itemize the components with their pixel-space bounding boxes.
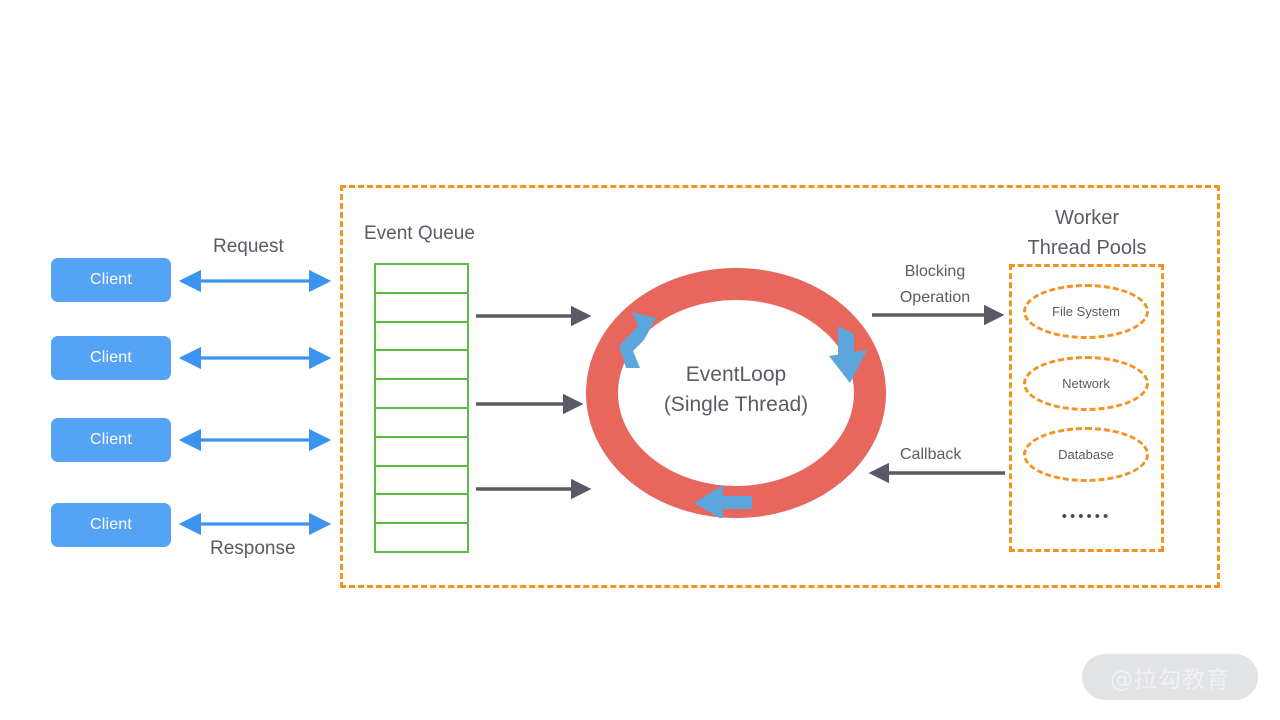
event-queue-cell — [374, 406, 469, 438]
client-box-1[interactable]: Client — [51, 258, 171, 302]
watermark-text: @拉勾教育 — [1110, 667, 1230, 693]
event-queue-cell — [374, 435, 469, 467]
ring-arrow-right-icon — [829, 326, 867, 383]
event-queue-cell — [374, 349, 469, 381]
event-queue-cell — [374, 493, 469, 525]
worker-pool-item-label: Network — [1062, 376, 1110, 391]
event-loop-line2: (Single Thread) — [663, 393, 809, 417]
callback-label: Callback — [900, 446, 962, 463]
event-queue-cell — [374, 320, 469, 352]
response-label: Response — [210, 538, 296, 559]
client-box-4[interactable]: Client — [51, 503, 171, 547]
blocking-operation-label-line2: Operation — [899, 289, 971, 306]
watermark: @拉勾教育 — [1082, 654, 1258, 700]
blocking-operation-label-line1: Blocking — [904, 263, 966, 280]
worker-pool-item-file-system[interactable]: File System — [1023, 284, 1149, 339]
client-request-response-arrows — [178, 269, 332, 536]
event-queue-cell — [374, 263, 469, 294]
event-queue-cell — [374, 522, 469, 553]
event-queue — [374, 263, 469, 553]
event-loop-line1: EventLoop — [685, 363, 787, 386]
worker-pool-box — [1009, 264, 1164, 552]
ring-arrow-bottom-icon — [694, 485, 752, 518]
client-box-2[interactable]: Client — [51, 336, 171, 380]
worker-pool-item-label: File System — [1052, 304, 1120, 319]
worker-pool-item-label: Database — [1058, 447, 1114, 462]
system-boundary — [340, 185, 1220, 588]
worker-pool-item-network[interactable]: Network — [1023, 356, 1149, 411]
event-queue-title: Event Queue — [364, 223, 475, 244]
worker-pool-more-indicator: •••••• — [1061, 508, 1112, 525]
worker-pool-title-line2: Thread Pools — [1027, 237, 1147, 259]
client-box-label: Client — [89, 271, 133, 288]
event-loop-ring — [586, 268, 886, 518]
client-box-label: Client — [89, 349, 133, 366]
worker-pool-item-database[interactable]: Database — [1023, 427, 1149, 482]
request-label: Request — [213, 236, 284, 257]
client-box-label: Client — [89, 431, 133, 448]
event-queue-cell — [374, 464, 469, 496]
client-box-3[interactable]: Client — [51, 418, 171, 462]
event-queue-cell — [374, 291, 469, 323]
event-loop-label: EventLoop (Single Thread) — [586, 360, 886, 421]
worker-pool-title-line1: Worker — [1054, 207, 1120, 229]
event-queue-cell — [374, 378, 469, 409]
client-box-label: Client — [89, 516, 133, 533]
ring-arrow-upleft-icon — [619, 312, 656, 368]
